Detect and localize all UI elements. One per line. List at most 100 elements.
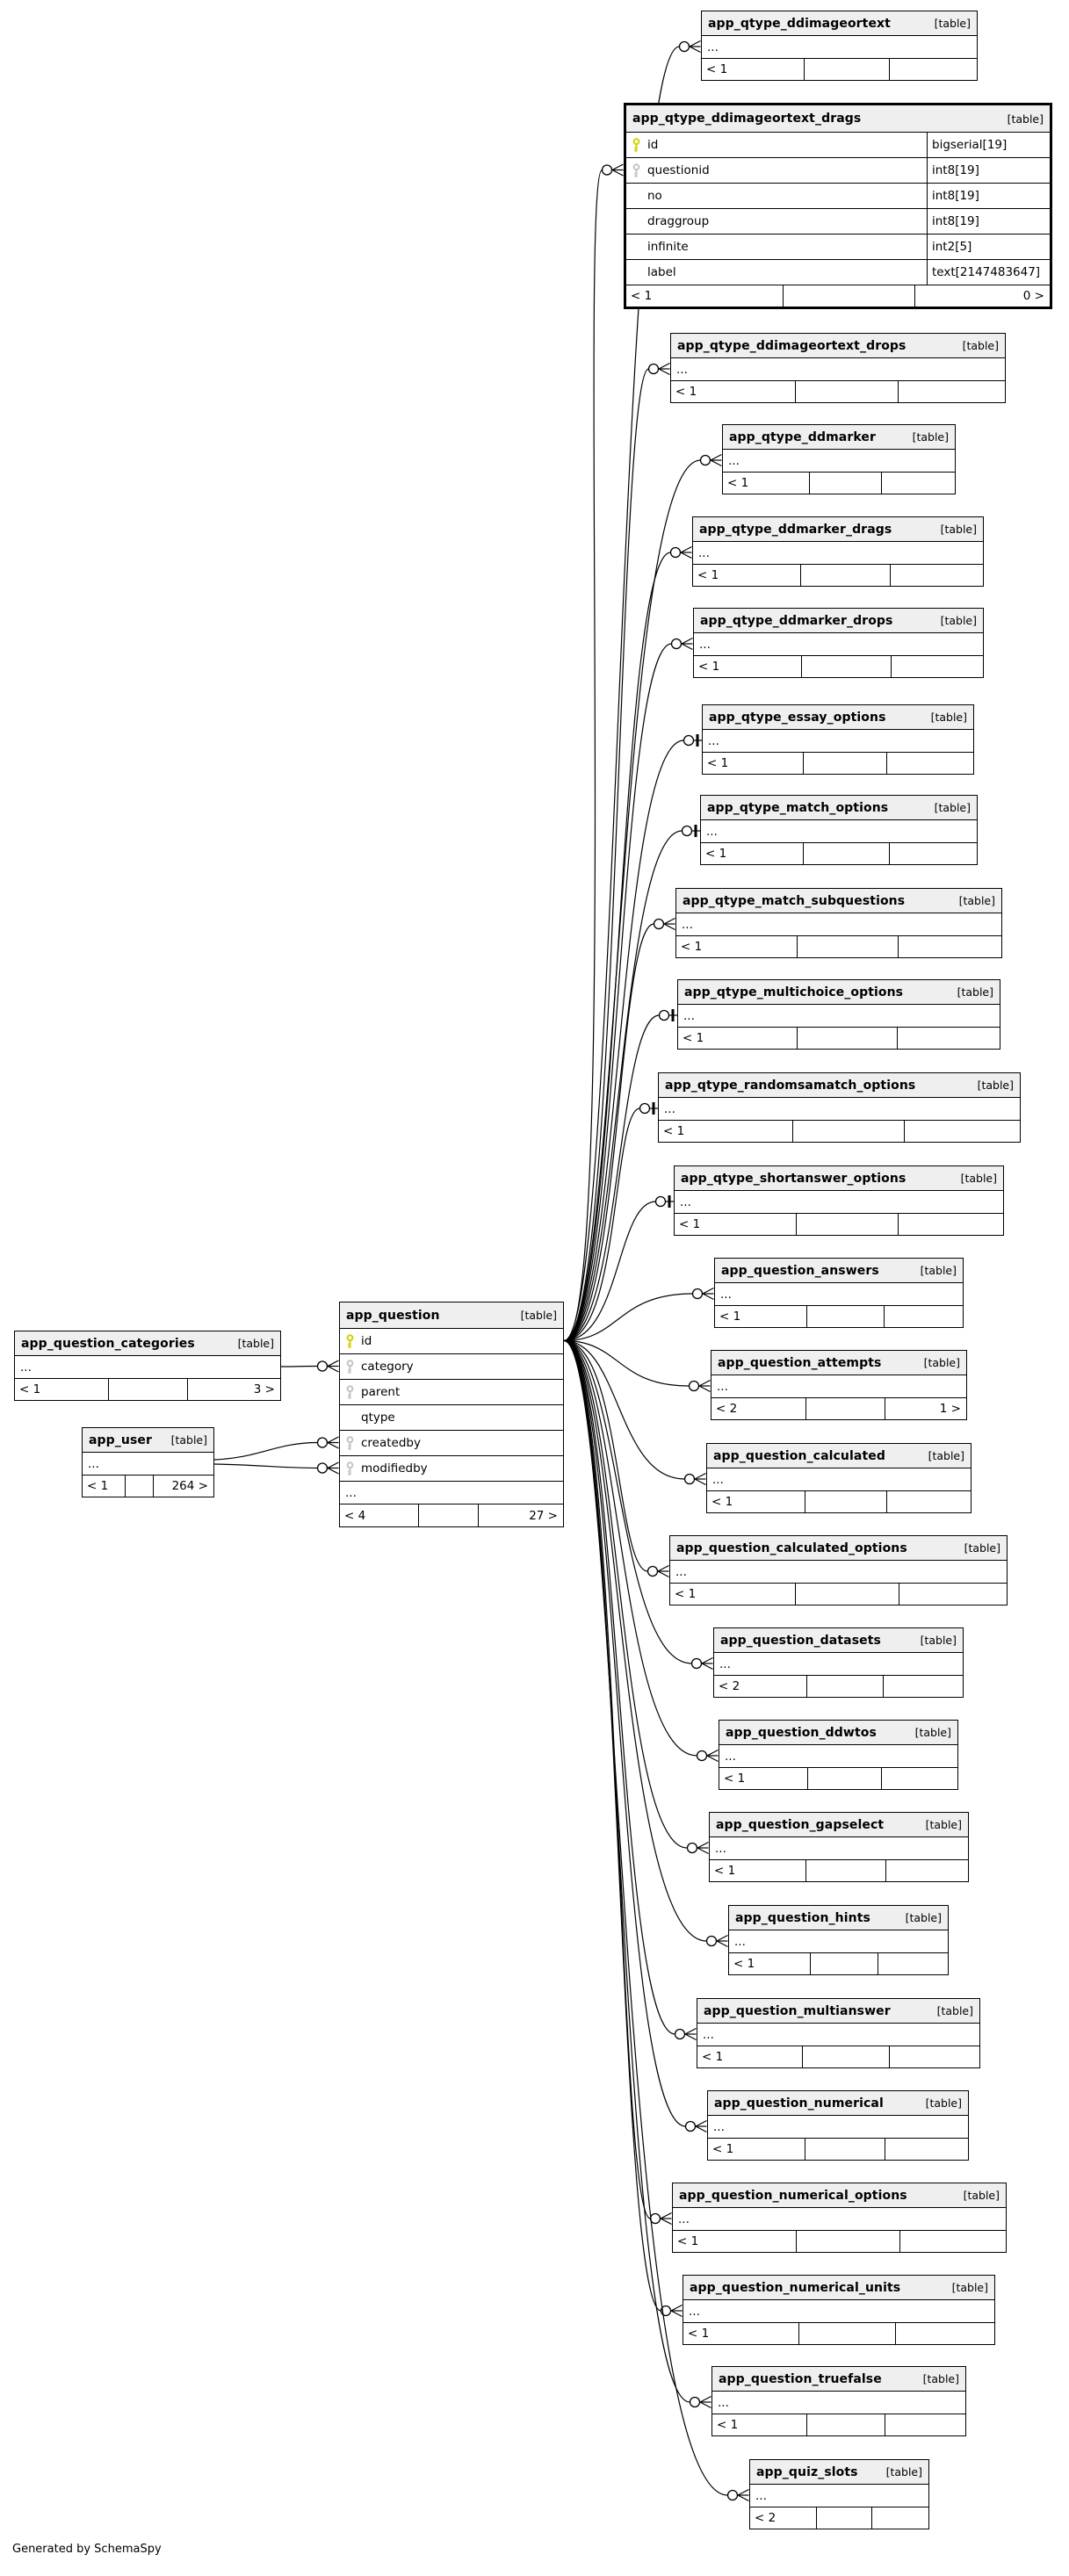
- table-app_question_truefalse[interactable]: app_question_truefalse[table]...< 1: [711, 2366, 966, 2436]
- footer-cell: 27 >: [478, 1504, 563, 1526]
- table-name[interactable]: app_question_numerical_options: [679, 2188, 907, 2203]
- table-name[interactable]: app_user: [89, 1432, 152, 1447]
- table-name[interactable]: app_question: [346, 1308, 440, 1323]
- table-header[interactable]: app_question_numerical_options[table]: [673, 2183, 1006, 2207]
- table-header[interactable]: app_question_calculated_options[table]: [670, 1536, 1007, 1560]
- table-name[interactable]: app_qtype_match_options: [707, 800, 889, 815]
- table-header[interactable]: app_qtype_randomsamatch_options[table]: [659, 1073, 1020, 1097]
- table-header[interactable]: app_question_numerical_units[table]: [683, 2276, 994, 2299]
- table-app_qtype_match_options[interactable]: app_qtype_match_options[table]...< 1: [700, 795, 978, 865]
- table-header[interactable]: app_question[table]: [340, 1302, 563, 1328]
- footer-cell: [898, 1214, 1003, 1235]
- table-app_quiz_slots[interactable]: app_quiz_slots[table]...< 2: [749, 2459, 929, 2529]
- table-name[interactable]: app_qtype_multichoice_options: [684, 985, 904, 999]
- table-app_qtype_match_subquestions[interactable]: app_qtype_match_subquestions[table]...< …: [675, 888, 1002, 958]
- table-name[interactable]: app_qtype_essay_options: [709, 710, 886, 725]
- table-app_question_numerical_units[interactable]: app_question_numerical_units[table]...< …: [683, 2275, 995, 2345]
- table-app_qtype_ddmarker_drags[interactable]: app_qtype_ddmarker_drags[table]...< 1: [692, 516, 984, 587]
- table-app_qtype_ddimageortext_drops[interactable]: app_qtype_ddimageortext_drops[table]...<…: [670, 333, 1006, 403]
- table-app_question_datasets[interactable]: app_question_datasets[table]...< 2: [713, 1627, 964, 1698]
- table-header[interactable]: app_question_hints [table]: [729, 1906, 948, 1930]
- table-name[interactable]: app_qtype_ddimageortext: [708, 16, 891, 31]
- table-header[interactable]: app_qtype_match_options [table]: [701, 796, 977, 819]
- table-app_question_answers[interactable]: app_question_answers[table]...< 1: [714, 1258, 964, 1328]
- table-name[interactable]: app_qtype_ddmarker_drags: [699, 522, 892, 537]
- table-app_question_calculated_options[interactable]: app_question_calculated_options[table]..…: [669, 1535, 1008, 1605]
- table-name[interactable]: app_qtype_ddmarker_drops: [700, 613, 893, 628]
- table-name[interactable]: app_question_calculated: [713, 1448, 885, 1463]
- table-name[interactable]: app_qtype_match_subquestions: [683, 893, 906, 908]
- table-header[interactable]: app_qtype_ddimageortext[table]: [702, 11, 977, 35]
- table-name[interactable]: app_question_answers: [721, 1263, 879, 1278]
- ellipsis-row: ...: [719, 1744, 957, 1767]
- table-header[interactable]: app_question_numerical[table]: [708, 2091, 968, 2115]
- table-header[interactable]: app_user[table]: [83, 1428, 213, 1452]
- table-app_question_numerical[interactable]: app_question_numerical[table]...< 1: [707, 2090, 969, 2161]
- table-header[interactable]: app_qtype_shortanswer_options[table]: [675, 1166, 1003, 1190]
- table-name[interactable]: app_question_gapselect: [716, 1817, 885, 1832]
- table-header[interactable]: app_question_attempts[table]: [711, 1351, 966, 1375]
- relationship-line: [563, 1339, 690, 1387]
- table-header[interactable]: app_qtype_match_subquestions[table]: [676, 889, 1001, 913]
- table-tag: [table]: [905, 1911, 942, 1924]
- table-header[interactable]: app_qtype_ddmarker[table]: [723, 425, 955, 449]
- table-header[interactable]: app_quiz_slots[table]: [750, 2460, 928, 2484]
- table-name[interactable]: app_quiz_slots: [756, 2464, 858, 2479]
- table-name[interactable]: app_question_numerical: [714, 2096, 884, 2111]
- table-header[interactable]: app_question_calculated[table]: [707, 1444, 971, 1468]
- table-app_question_ddwtos[interactable]: app_question_ddwtos[table]...< 1: [719, 1720, 958, 1790]
- table-name[interactable]: app_qtype_ddimageortext_drags: [632, 112, 862, 126]
- table-header[interactable]: app_question_multianswer[table]: [697, 1999, 979, 2023]
- table-app_qtype_ddmarker_drops[interactable]: app_qtype_ddmarker_drops[table]...< 1: [693, 608, 984, 678]
- table-app_qtype_essay_options[interactable]: app_qtype_essay_options[table]...< 1: [702, 704, 974, 775]
- table-header[interactable]: app_qtype_essay_options[table]: [703, 705, 973, 729]
- table-name[interactable]: app_question_datasets: [720, 1633, 881, 1648]
- table-header[interactable]: app_qtype_ddimageortext_drags[table]: [626, 105, 1050, 132]
- table-app_qtype_multichoice_options[interactable]: app_qtype_multichoice_options[table]...<…: [677, 979, 1000, 1050]
- zero-circle: [649, 2212, 661, 2225]
- table-header[interactable]: app_qtype_ddmarker_drops[table]: [694, 609, 983, 632]
- table-app_qtype_ddimageortext[interactable]: app_qtype_ddimageortext[table]...< 1: [701, 11, 978, 81]
- table-app_qtype_ddmarker[interactable]: app_qtype_ddmarker[table]...< 1: [722, 424, 956, 494]
- table-header[interactable]: app_question_answers[table]: [715, 1259, 963, 1282]
- table-header[interactable]: app_qtype_ddimageortext_drops[table]: [671, 334, 1005, 357]
- zero-circle: [678, 40, 690, 53]
- ellipsis-row: ...: [659, 1097, 1020, 1120]
- table-header[interactable]: app_question_gapselect[table]: [710, 1813, 968, 1836]
- table-app_qtype_randomsamatch_options[interactable]: app_qtype_randomsamatch_options[table]..…: [658, 1072, 1021, 1143]
- table-name[interactable]: app_question_numerical_units: [690, 2280, 901, 2295]
- table-name[interactable]: app_question_truefalse: [719, 2371, 882, 2386]
- table-name[interactable]: app_question_categories: [21, 1336, 195, 1351]
- table-app_question_multianswer[interactable]: app_question_multianswer[table]...< 1: [697, 1998, 980, 2068]
- key-spacer: [632, 265, 641, 279]
- table-header[interactable]: app_question_datasets[table]: [714, 1628, 963, 1652]
- relationship-line: [698, 1385, 711, 1393]
- table-header[interactable]: app_question_categories[table]: [15, 1331, 280, 1355]
- table-header[interactable]: app_qtype_multichoice_options[table]: [678, 980, 1000, 1004]
- table-name[interactable]: app_qtype_ddmarker: [729, 429, 876, 444]
- table-app_question_calculated[interactable]: app_question_calculated[table]...< 1: [706, 1443, 971, 1513]
- table-name[interactable]: app_question_attempts: [718, 1355, 882, 1370]
- table-name[interactable]: app_qtype_shortanswer_options: [681, 1171, 906, 1186]
- footer-cell: < 1: [717, 2418, 739, 2432]
- table-tag: [table]: [934, 801, 971, 814]
- table-name[interactable]: app_qtype_ddimageortext_drops: [677, 338, 906, 353]
- table-app_question_gapselect[interactable]: app_question_gapselect[table]...< 1: [709, 1812, 969, 1882]
- table-header[interactable]: app_qtype_ddmarker_drags[table]: [693, 517, 983, 541]
- footer-cell: [805, 1491, 886, 1512]
- table-header[interactable]: app_question_ddwtos[table]: [719, 1721, 957, 1744]
- table-header[interactable]: app_question_truefalse[table]: [712, 2367, 965, 2391]
- table-app_qtype_shortanswer_options[interactable]: app_qtype_shortanswer_options[table]...<…: [674, 1165, 1004, 1236]
- table-name[interactable]: app_question_hints: [735, 1910, 870, 1925]
- table-name[interactable]: app_qtype_randomsamatch_options: [665, 1078, 916, 1093]
- table-name[interactable]: app_question_ddwtos: [726, 1725, 877, 1740]
- table-name[interactable]: app_question_multianswer: [704, 2003, 891, 2018]
- table-app_question_hints[interactable]: app_question_hints[table]...< 1: [728, 1905, 949, 1975]
- table-name[interactable]: app_question_calculated_options: [676, 1541, 907, 1555]
- table-app_question_numerical_options[interactable]: app_question_numerical_options[table]...…: [672, 2183, 1007, 2253]
